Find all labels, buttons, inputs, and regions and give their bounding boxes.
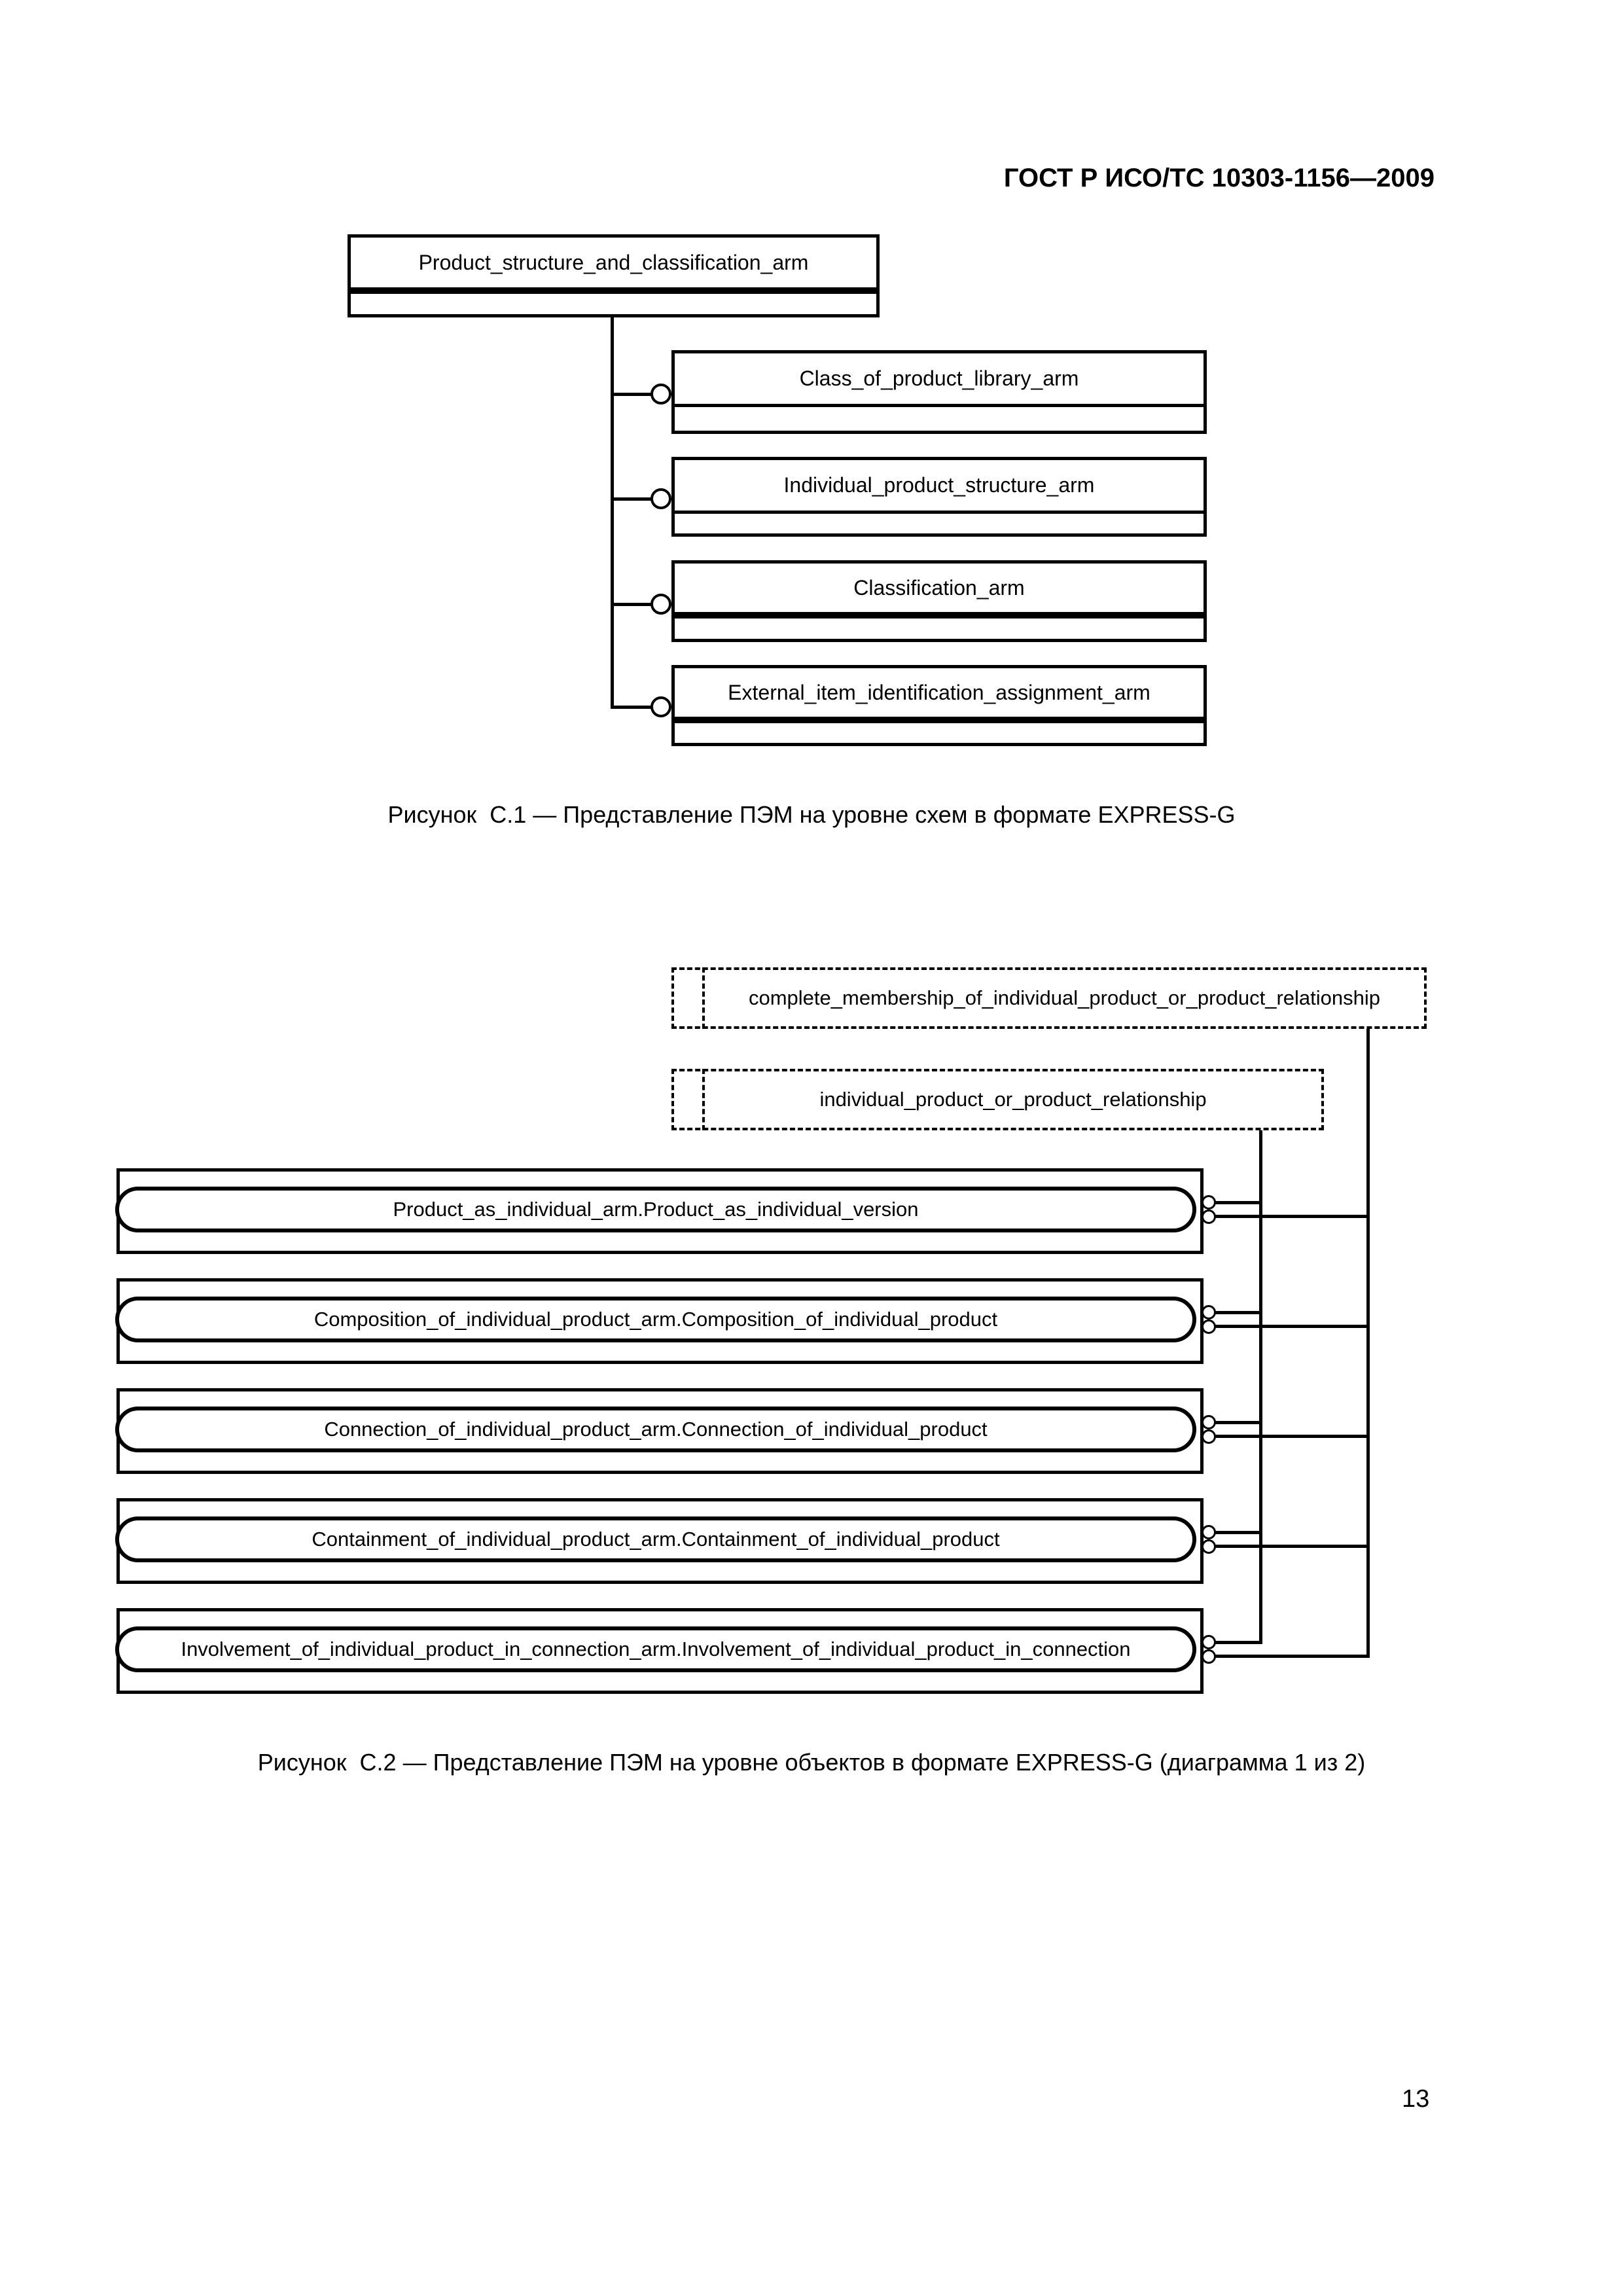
relationship-circle	[1202, 1525, 1216, 1539]
schema-link-line	[611, 393, 653, 396]
schema-link-line	[611, 603, 653, 606]
relationship-line	[1211, 1435, 1370, 1438]
select-type-box-individual-product-or-product-relationship: individual_product_or_product_relationsh…	[671, 1069, 1324, 1130]
entity-box-involvement-of-individual-product-in-connection: Involvement_of_individual_product_in_con…	[115, 1626, 1196, 1672]
relationship-line	[1211, 1215, 1370, 1218]
schema-trunk-line	[611, 316, 614, 708]
schema-box-divider	[351, 287, 876, 294]
relationship-circle	[651, 696, 671, 717]
select-type-divider	[702, 967, 705, 1029]
relationship-line	[1211, 1531, 1262, 1534]
relationship-circle	[651, 594, 671, 615]
schema-name-label: Individual_product_structure_arm	[783, 473, 1095, 497]
relationship-trunk-line	[1259, 1128, 1262, 1643]
relationship-line	[1211, 1201, 1262, 1204]
schema-name-label: Classification_arm	[853, 575, 1025, 600]
relationship-circle	[1202, 1635, 1216, 1649]
schema-box-divider	[675, 404, 1204, 407]
figure-c2-caption: Рисунок С.2 — Представление ПЭМ на уровн…	[257, 1749, 1366, 1776]
relationship-line	[1211, 1545, 1370, 1548]
figure-c1-caption: Рисунок С.1 — Представление ПЭМ на уровн…	[387, 801, 1236, 828]
relationship-circle	[1202, 1429, 1216, 1444]
relationship-trunk-line	[1366, 1028, 1370, 1658]
relationship-circle	[1202, 1210, 1216, 1224]
select-type-label: individual_product_or_product_relationsh…	[819, 1088, 1207, 1111]
relationship-circle	[1202, 1539, 1216, 1554]
schema-box-divider	[675, 612, 1204, 619]
relationship-circle	[651, 384, 671, 404]
schema-box-classification: Classification_arm	[671, 560, 1207, 642]
schema-link-line	[611, 497, 653, 501]
relationship-line	[1211, 1641, 1262, 1644]
entity-box-connection-of-individual-product: Connection_of_individual_product_arm.Con…	[115, 1407, 1196, 1452]
relationship-line	[1211, 1655, 1370, 1658]
schema-name-label: Product_structure_and_classification_arm	[418, 250, 809, 274]
relationship-circle	[1202, 1649, 1216, 1664]
select-type-label: complete_membership_of_individual_produc…	[748, 986, 1381, 1009]
relationship-circle	[1202, 1415, 1216, 1429]
schema-link-line	[611, 706, 653, 709]
schema-box-class-of-product-library: Class_of_product_library_arm	[671, 350, 1207, 434]
schema-name-label: Class_of_product_library_arm	[799, 367, 1079, 390]
entity-box-composition-of-individual-product: Composition_of_individual_product_arm.Co…	[115, 1297, 1196, 1342]
relationship-line	[1211, 1325, 1370, 1328]
relationship-line	[1211, 1311, 1262, 1314]
schema-box-product-structure-and-classification: Product_structure_and_classification_arm	[348, 234, 880, 317]
relationship-circle	[1202, 1305, 1216, 1319]
schema-name-label: External_item_identification_assignment_…	[728, 680, 1150, 704]
entity-box-product-as-individual-version: Product_as_individual_arm.Product_as_ind…	[115, 1187, 1196, 1232]
relationship-circle	[1202, 1319, 1216, 1334]
schema-box-divider	[675, 717, 1204, 723]
entity-box-containment-of-individual-product: Containment_of_individual_product_arm.Co…	[115, 1516, 1196, 1562]
page-number: 13	[1402, 2085, 1430, 2113]
schema-box-divider	[675, 511, 1204, 514]
select-type-box-complete-membership: complete_membership_of_individual_produc…	[671, 967, 1427, 1029]
schema-box-individual-product-structure: Individual_product_structure_arm	[671, 457, 1207, 537]
select-type-divider	[702, 1069, 705, 1130]
relationship-line	[1211, 1421, 1262, 1424]
relationship-circle	[1202, 1195, 1216, 1210]
relationship-circle	[651, 488, 671, 509]
document-header-title: ГОСТ Р ИСО/ТС 10303-1156—2009	[1003, 164, 1435, 192]
schema-box-external-item-identification-assignment: External_item_identification_assignment_…	[671, 665, 1207, 746]
